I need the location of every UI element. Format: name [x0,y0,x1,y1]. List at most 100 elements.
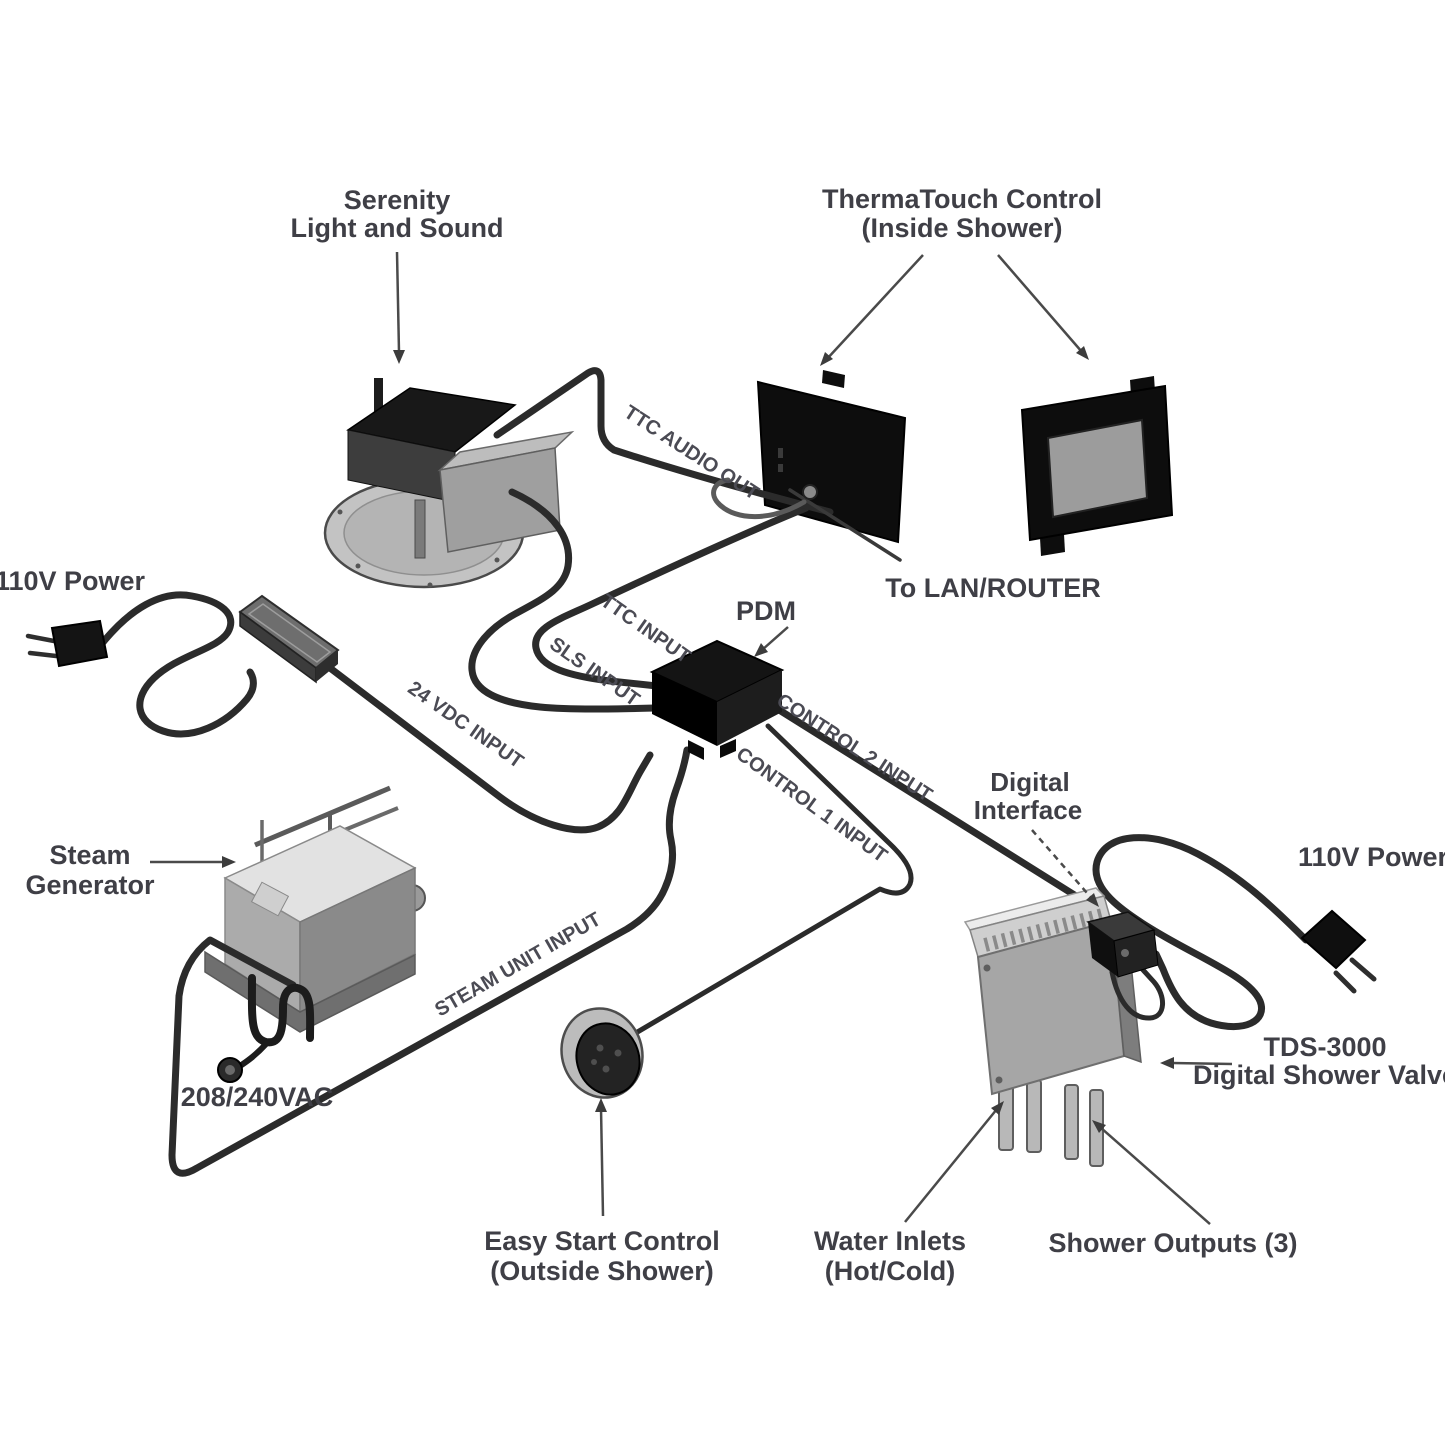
valve-screw [995,1076,1003,1084]
cable-to-lan [788,488,902,562]
cable-control1-input [626,723,914,1040]
label-serenity-line2: Light and Sound [291,213,504,243]
label-water-inlets-line2: (Hot/Cold) [825,1256,955,1286]
valve-ribs [983,908,1105,952]
generator-label-plate [250,881,290,917]
arrow-pdm-head [754,643,768,657]
label-110v-power-left: 110V Power [0,566,146,596]
label-to-lan-router: To LAN/ROUTER [885,573,1100,603]
label-digital-interface-line1: Digital [990,767,1069,797]
vac-plug-face [225,1065,235,1075]
water-inlet-pipe [1026,1079,1042,1153]
thermatouch-front-panel [1020,376,1174,556]
arrow-tds3000 [1171,1061,1233,1066]
digital-interface-illustration [1086,911,1159,978]
arrow-digital-interface-head [1086,893,1099,907]
plug-prong [25,633,57,644]
arrow-serenity [395,251,401,353]
pdm-front [652,672,717,746]
interface-side [1113,929,1159,978]
screw-dot [427,582,433,588]
arrow-tds3000-head [1160,1057,1174,1069]
arrow-easy-start [599,1107,605,1217]
arrow-water-inlets-head [991,1101,1004,1115]
cable-interface-to-valve [1109,957,1165,1021]
shower-output-pipe [1064,1084,1079,1160]
power-brick-illustration [238,594,340,684]
arrow-shower-outputs-head [1092,1120,1106,1133]
knob-dot [614,1049,622,1057]
brick-end [316,650,338,682]
pdm-foot [688,740,704,760]
arrow-thermatouch-left [825,254,924,361]
knob-dot [591,1059,597,1065]
panel-connector-accents [711,477,818,520]
serenity-speaker-illustration [323,378,575,589]
plug-prong [27,650,59,659]
label-208-240vac: 208/240VAC [181,1082,334,1112]
label-pdm: PDM [736,596,796,626]
cable-ttc-audio-out [493,367,834,516]
knob-dot [602,1065,610,1073]
label-steam-generator-line2: Generator [25,870,155,900]
arrow-digital-interface [1031,829,1095,902]
screw-dot [355,563,361,569]
valve-screw [983,964,991,972]
element-coil [247,974,315,1047]
panel-connector [802,484,818,500]
cable-110v-left-cord [96,591,257,738]
label-tds3000-line2: Digital Shower Valve [1193,1060,1445,1090]
label-110v-power-right: 110V Power [1298,842,1445,872]
speaker-antenna [374,378,383,414]
power-plug-left [25,619,109,668]
arrow-pdm [761,626,789,651]
label-water-inlets-line1: Water Inlets [814,1226,966,1256]
arrow-water-inlets [904,1108,998,1223]
brick-top-inset [247,603,332,663]
interface-button [1121,949,1129,957]
panel-rear-detail [778,448,783,458]
label-easy-start-line2: (Outside Shower) [490,1256,714,1286]
panel-front-tab-bottom [1040,534,1065,556]
plug-prong [1333,970,1357,994]
arrow-serenity-head [393,350,405,364]
cable-ttc-input [532,504,810,690]
knob-dot [596,1044,604,1052]
interface-front [1088,922,1118,977]
pdm-side [717,670,782,746]
screw-dot [494,557,500,563]
pointer-arrows [150,251,1233,1225]
arrow-thermatouch-right-head [1076,346,1089,360]
heating-element-illustration [217,974,315,1083]
arrow-shower-outputs [1099,1126,1211,1225]
speaker-post [414,499,426,559]
cable-sls-input [468,488,659,713]
panel-rear-detail [778,464,783,472]
arrow-thermatouch-left-head [820,352,833,366]
knob-face [575,1022,641,1096]
power-plug-right [1300,909,1377,994]
label-easy-start-line1: Easy Start Control [484,1226,720,1256]
generator-right-face [299,866,416,1014]
label-shower-outputs: Shower Outputs (3) [1049,1228,1298,1258]
panel-rear-tab [822,370,845,388]
plug-prong [1349,957,1377,982]
label-tds3000-line1: TDS-3000 [1263,1032,1386,1062]
cable-24vdc-input [326,664,654,834]
pdm-foot [720,739,736,758]
plug-body [50,619,109,668]
label-steam-generator-line1: Steam [49,840,130,870]
device-labels: Serenity Light and Sound ThermaTouch Con… [0,184,1445,1286]
cable-steam-unit-input [168,746,691,1177]
arrow-thermatouch-right [997,254,1083,353]
arrow-steam-generator-head [222,856,236,868]
screw-dot [337,509,343,515]
panel-bracket-cable [711,477,807,520]
generator-pipe [254,785,391,848]
panel-front-screen [1046,418,1149,519]
label-digital-interface-line2: Interface [974,795,1082,825]
arrow-easy-start-head [595,1098,607,1112]
cable-control2-input [772,704,1096,910]
easy-start-knob [560,1007,644,1099]
